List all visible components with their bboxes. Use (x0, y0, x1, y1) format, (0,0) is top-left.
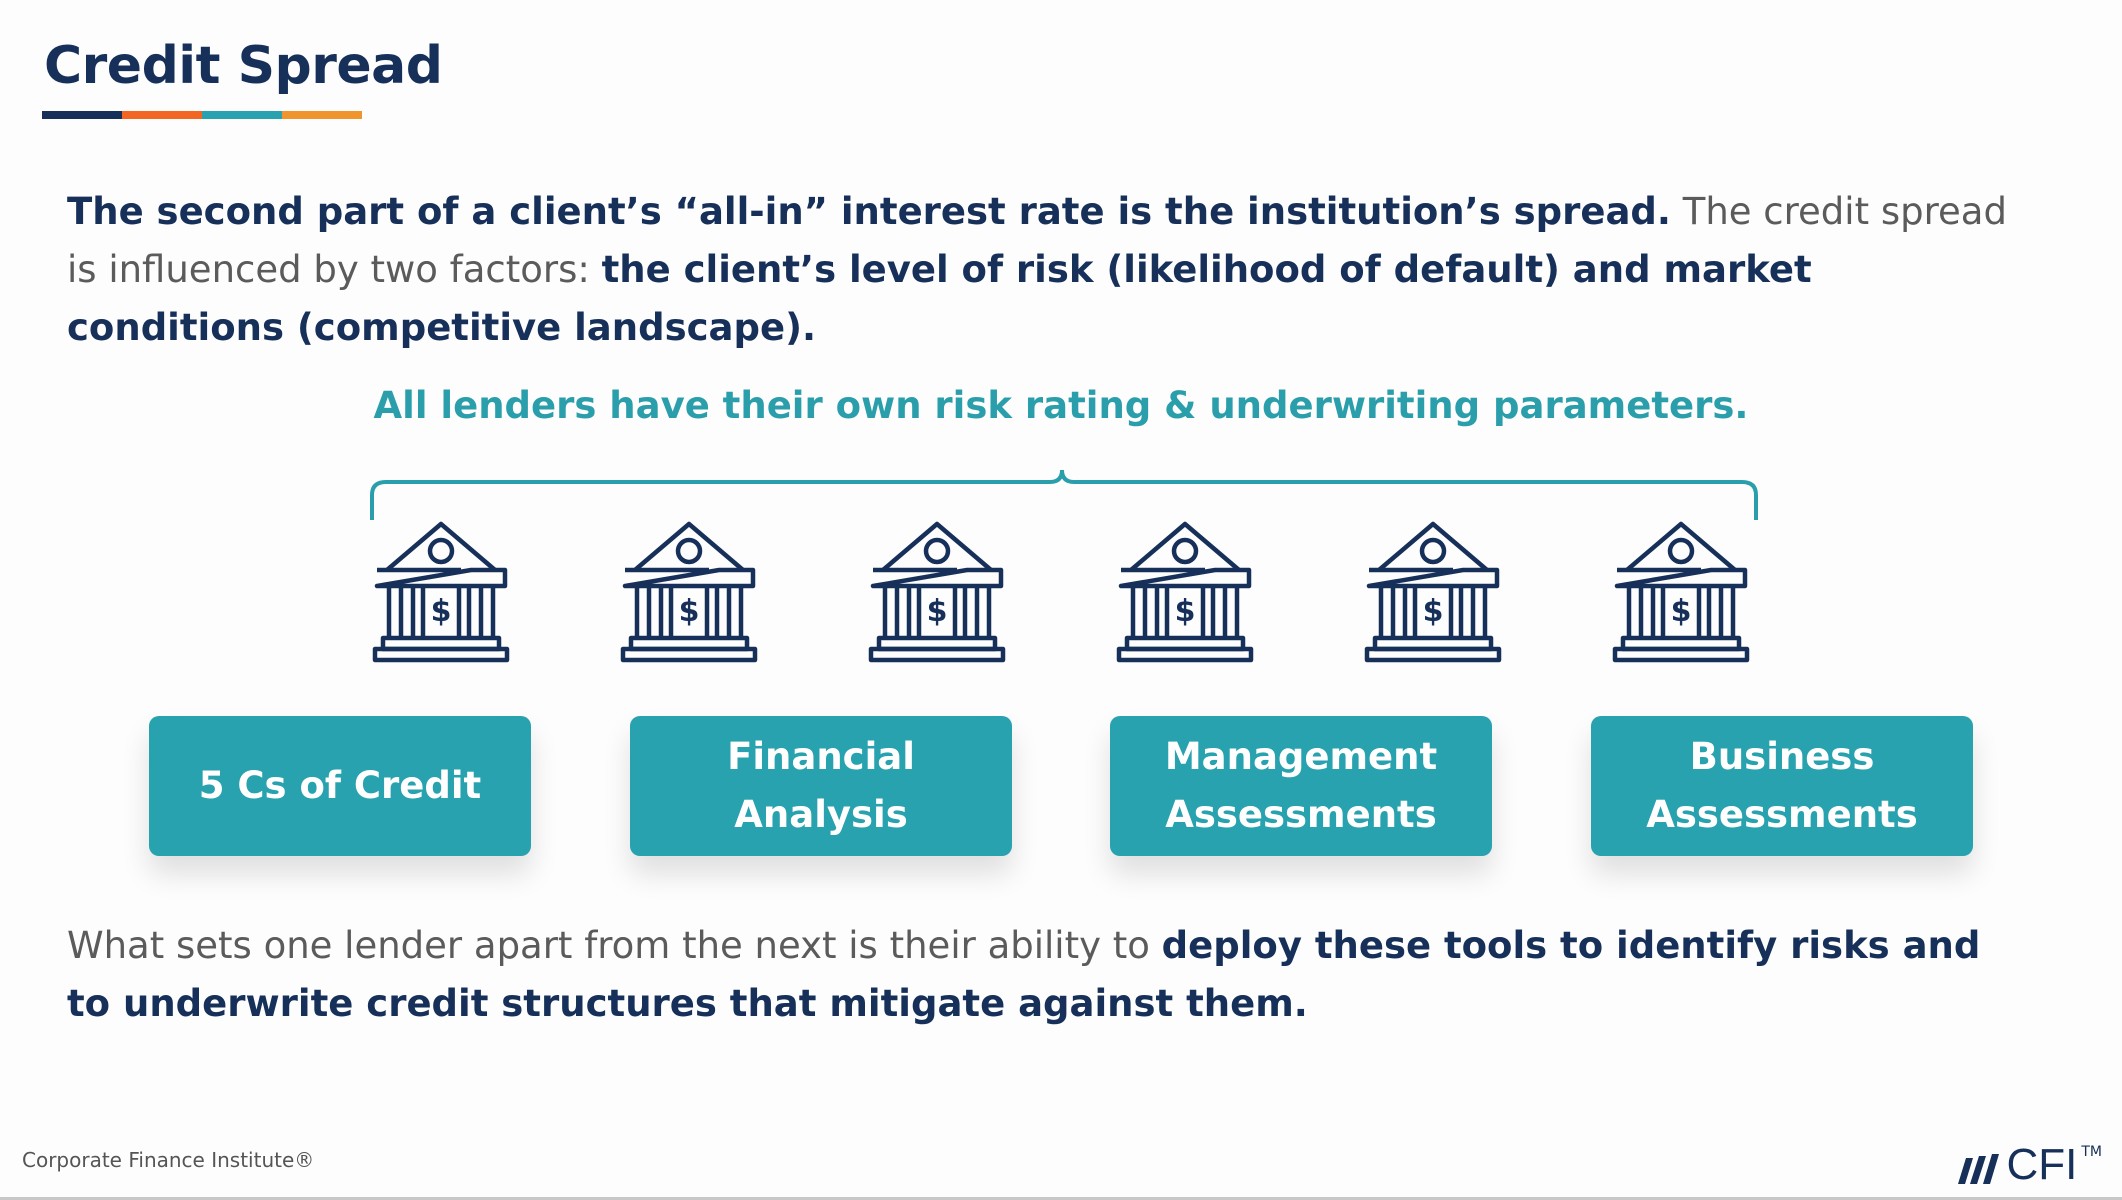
bank-icon: $ (1611, 518, 1751, 664)
bank-icon: $ (1363, 518, 1503, 664)
title-underline (42, 111, 362, 119)
tool-box-financial-analysis: Financial Analysis (630, 716, 1012, 856)
conclusion-normal: What sets one lender apart from the next… (67, 924, 1162, 967)
intro-paragraph: The second part of a client’s “all-in” i… (67, 183, 2027, 357)
conclusion-bold: deploy these tools to identify risks and… (67, 924, 1981, 1025)
svg-text:$: $ (679, 594, 700, 629)
svg-text:$: $ (1175, 594, 1196, 629)
intro-normal: The credit spread is influenced by two f… (67, 190, 2007, 291)
curly-bracket (370, 470, 1758, 520)
underline-teal (202, 111, 282, 119)
intro-bold-1: The second part of a client’s “all-in” i… (67, 190, 1671, 233)
svg-text:$: $ (431, 594, 452, 629)
conclusion-paragraph: What sets one lender apart from the next… (67, 917, 2027, 1033)
logo-tm: TM (2081, 1144, 2102, 1160)
underline-amber (282, 111, 362, 119)
intro-bold-2: the client’s level of risk (likelihood o… (67, 248, 1812, 349)
highlight-heading: All lenders have their own risk rating &… (373, 384, 1749, 427)
bank-icon: $ (371, 518, 511, 664)
cfi-logo: CFI TM (1958, 1140, 2102, 1190)
bottom-border (0, 1197, 2122, 1200)
logo-text: CFI (2006, 1140, 2078, 1189)
cfi-logo-mark-icon (1958, 1154, 2000, 1184)
bank-icon: $ (867, 518, 1007, 664)
tool-box-business-assessments: Business Assessments (1591, 716, 1973, 856)
slide-title: Credit Spread (44, 36, 443, 96)
svg-text:$: $ (927, 594, 948, 629)
underline-orange (122, 111, 202, 119)
footer-text: Corporate Finance Institute® (22, 1148, 315, 1172)
svg-text:$: $ (1671, 594, 1692, 629)
svg-text:$: $ (1423, 594, 1444, 629)
tool-box-management-assessments: Management Assessments (1110, 716, 1492, 856)
tool-box-5cs: 5 Cs of Credit (149, 716, 531, 856)
bank-icon: $ (1115, 518, 1255, 664)
underline-navy (42, 111, 122, 119)
bank-icon: $ (619, 518, 759, 664)
